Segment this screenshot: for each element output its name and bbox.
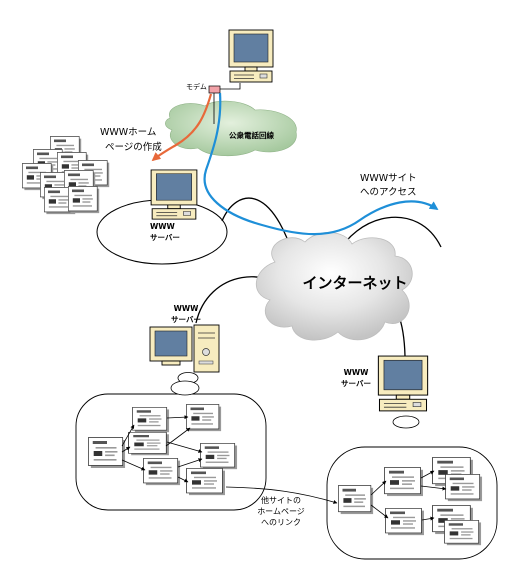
link-arrow — [177, 458, 203, 468]
web-page-icon — [186, 468, 226, 496]
web-page-icon — [385, 508, 425, 536]
link-arrow — [370, 504, 389, 519]
modem-cable — [220, 83, 241, 90]
link-arrow — [166, 415, 189, 420]
vent — [198, 360, 214, 365]
home-page-creation-label-line1: WWWホーム — [100, 127, 156, 138]
site-access-line — [203, 92, 439, 236]
site-access-label-line2: へのアクセス — [360, 187, 417, 198]
link-arrow — [121, 424, 135, 447]
web-page-icon — [338, 485, 374, 515]
server-3-label-line1: WWW — [344, 368, 370, 377]
server-2-label-line1: WWW — [174, 304, 200, 313]
modem-label: モデム — [186, 82, 207, 91]
user-computer-icon — [228, 29, 274, 83]
upload-arrow — [151, 93, 213, 162]
web-page-icon — [132, 407, 170, 433]
monitor-screen — [154, 330, 188, 357]
home-page-creation-label-line2: ページの作成 — [105, 141, 162, 153]
link-arrow — [421, 516, 435, 521]
cross-site-link-arrow — [225, 486, 338, 504]
web-page-icon — [445, 474, 483, 502]
link-arrow — [370, 480, 387, 496]
created-pages-stack — [22, 136, 110, 215]
link-arrow — [177, 476, 189, 483]
link-arrow — [121, 459, 146, 471]
power-button — [202, 348, 210, 356]
modem-icon — [208, 85, 221, 94]
telephone-network-label: 公衆電話回線 — [229, 130, 274, 140]
web-page-icon — [88, 437, 126, 469]
server-3-computer-icon — [377, 355, 429, 412]
web-page-icon — [200, 443, 238, 470]
link-arrow — [420, 470, 435, 479]
server-3-label-line2: サーバー — [341, 379, 371, 388]
server-2-computer-icon — [149, 324, 220, 373]
link-label-line3: へのリンク — [261, 518, 301, 527]
web-page-icon — [444, 520, 482, 546]
web-page-icon — [128, 432, 170, 456]
web-page-icon — [384, 467, 424, 497]
server-1-label-line1: WWW — [150, 222, 176, 231]
web-page-icon — [143, 458, 181, 486]
server-2-page-links — [121, 415, 203, 483]
link-arrow — [121, 446, 131, 453]
link-label-line2: ホームページ — [257, 507, 305, 516]
web-page-icon — [68, 186, 100, 214]
monitor-stand — [161, 360, 181, 366]
thought-bubble — [392, 415, 420, 429]
site-access-label-line1: WWWサイト — [360, 173, 417, 184]
server-1-label-line2: サーバー — [150, 233, 180, 242]
link-label-line1: 他サイトの — [261, 495, 301, 505]
web-page-icon — [186, 404, 222, 432]
link-arrow — [166, 441, 203, 453]
internet-label: インターネット — [302, 274, 407, 292]
server-1-computer-icon — [150, 169, 198, 220]
link-arrow — [420, 485, 447, 491]
thought-bubble — [170, 380, 200, 396]
telephone-network-cloud — [165, 100, 297, 157]
server-2-label-line2: サーバー — [171, 315, 201, 324]
server-3-page-links — [370, 470, 447, 521]
